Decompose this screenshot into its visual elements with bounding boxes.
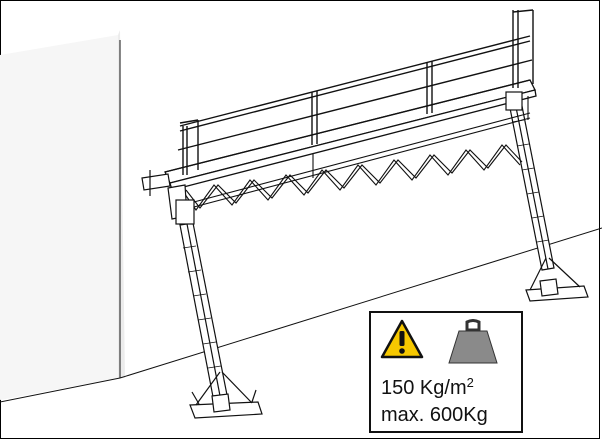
right-base [525,257,589,302]
left-leg [179,222,229,403]
leg-joints [175,91,523,225]
load-capacity-sign: 150 Kg/m2 max. 600Kg [369,311,523,433]
guard-rail [177,9,534,175]
load-per-area-value: 150 Kg/m [381,377,467,399]
load-per-area-text: 150 Kg/m2 [381,376,474,398]
platform-deck [164,79,537,191]
wall-block [0,30,602,403]
left-base [189,371,263,419]
weight-icon [447,319,499,365]
truss [174,96,531,214]
load-per-area-exponent: 2 [466,375,474,390]
max-load-text: max. 600Kg [381,404,488,426]
warning-icon [380,319,424,359]
